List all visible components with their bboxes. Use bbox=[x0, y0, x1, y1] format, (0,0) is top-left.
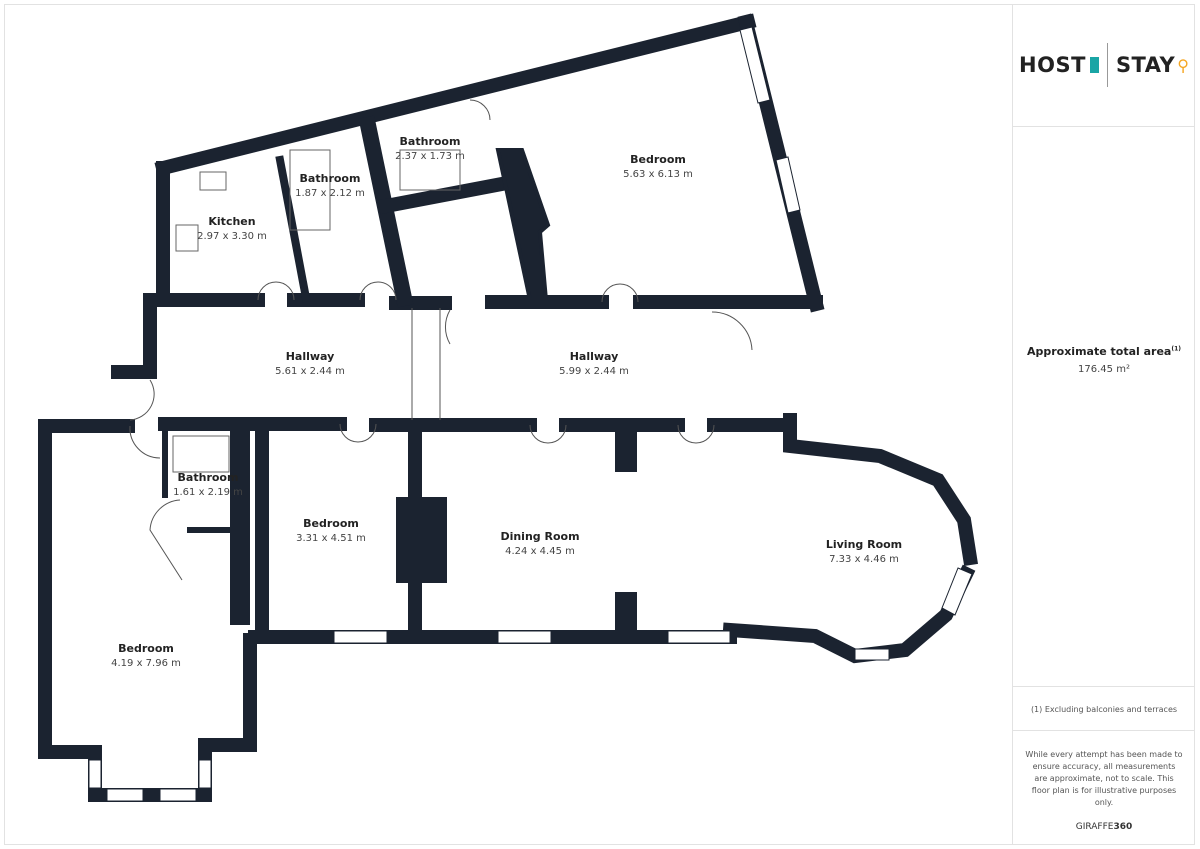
chimney-breast bbox=[396, 497, 447, 583]
area-title: Approximate total area bbox=[1026, 345, 1172, 358]
walls bbox=[38, 13, 979, 802]
wall bbox=[275, 155, 311, 303]
door-swing bbox=[469, 99, 491, 121]
door-icon bbox=[1089, 57, 1099, 73]
doors bbox=[129, 99, 753, 581]
wall bbox=[38, 419, 257, 802]
room-dims: 5.99 x 2.44 m bbox=[559, 366, 629, 377]
room-name: Dining Room bbox=[500, 530, 579, 543]
room-dims: 3.31 x 4.51 m bbox=[296, 533, 366, 544]
credit-b: 360 bbox=[1113, 822, 1133, 832]
room-name: Bedroom bbox=[118, 642, 174, 655]
footnote: (1) Excluding balconies and terraces bbox=[1013, 686, 1195, 714]
window bbox=[941, 567, 973, 616]
hob-icon bbox=[175, 224, 199, 252]
window bbox=[497, 630, 552, 644]
room-name: Living Room bbox=[826, 538, 902, 551]
area-value: 176.45 m² bbox=[1078, 364, 1130, 375]
window bbox=[854, 648, 890, 661]
credit: GIRAFFE360 bbox=[1025, 821, 1183, 833]
logo: HOST STAY ⚲ bbox=[1013, 4, 1195, 127]
door-swing bbox=[359, 281, 397, 301]
door-swing bbox=[129, 425, 161, 459]
disclaimer: While every attempt has been made to ens… bbox=[1025, 750, 1183, 807]
info-panel: HOST STAY ⚲ Approximate total area(1) 17… bbox=[1012, 4, 1195, 845]
room-dims: 5.63 x 6.13 m bbox=[623, 169, 693, 180]
wall bbox=[154, 13, 757, 177]
bath-icon bbox=[289, 149, 331, 231]
wall bbox=[377, 173, 521, 215]
door-swing bbox=[711, 311, 753, 351]
logo-host: HOST bbox=[1019, 53, 1086, 77]
fixtures bbox=[172, 149, 461, 473]
page-frame bbox=[4, 4, 1195, 845]
window bbox=[159, 788, 197, 802]
room-dims: 5.61 x 2.44 m bbox=[275, 366, 345, 377]
room-name: Bathroom bbox=[300, 172, 361, 185]
door-swing bbox=[529, 424, 567, 444]
room-dims: 2.97 x 3.30 m bbox=[197, 231, 267, 242]
location-pin-icon: ⚲ bbox=[1177, 55, 1189, 75]
sink-icon bbox=[199, 171, 227, 191]
wall bbox=[722, 564, 976, 664]
room-dims: 4.24 x 4.45 m bbox=[505, 546, 575, 557]
area-footnote-mark: (1) bbox=[1171, 345, 1182, 353]
door-swing bbox=[339, 423, 377, 443]
window bbox=[198, 759, 212, 789]
window bbox=[333, 630, 388, 644]
windows bbox=[88, 26, 973, 802]
door-swing bbox=[444, 309, 451, 345]
room-name: Kitchen bbox=[208, 215, 255, 228]
wall bbox=[783, 413, 979, 567]
room-name: Bedroom bbox=[630, 153, 686, 166]
credit-a: GIRAFFE bbox=[1075, 822, 1114, 832]
door-swing bbox=[129, 379, 155, 421]
room-dims: 1.61 x 2.19 m bbox=[173, 487, 243, 498]
pier bbox=[615, 592, 637, 632]
chimney-breast bbox=[495, 148, 551, 302]
logo-stay: STAY bbox=[1115, 53, 1176, 77]
room-dims: 1.87 x 2.12 m bbox=[295, 188, 365, 199]
room-name: Hallway bbox=[570, 350, 619, 363]
window bbox=[775, 156, 801, 214]
room-name: Hallway bbox=[286, 350, 335, 363]
room-dims: 2.37 x 1.73 m bbox=[395, 151, 465, 162]
disclaimer-block: While every attempt has been made to ens… bbox=[1013, 730, 1195, 833]
pier bbox=[615, 432, 637, 472]
window bbox=[106, 788, 144, 802]
door-swing bbox=[257, 281, 295, 301]
room-dims: 4.19 x 7.96 m bbox=[111, 658, 181, 669]
window bbox=[88, 759, 102, 789]
room-name: Bathroom bbox=[400, 135, 461, 148]
room-dims: 7.33 x 4.46 m bbox=[829, 554, 899, 565]
room-name: Bathroom bbox=[178, 471, 239, 484]
window bbox=[739, 26, 771, 104]
room-labels: Bathroom 2.37 x 1.73 m Bedroom 5.63 x 6.… bbox=[111, 135, 902, 669]
logo-divider bbox=[1106, 43, 1108, 87]
bath-icon bbox=[399, 149, 461, 191]
window bbox=[667, 630, 731, 644]
room-name: Bedroom bbox=[303, 517, 359, 530]
total-area: Approximate total area(1) 176.45 m² bbox=[1013, 345, 1195, 375]
shower-icon bbox=[172, 435, 230, 473]
door-swing bbox=[677, 424, 715, 444]
door-swing bbox=[149, 499, 183, 581]
door-swing bbox=[601, 283, 639, 303]
